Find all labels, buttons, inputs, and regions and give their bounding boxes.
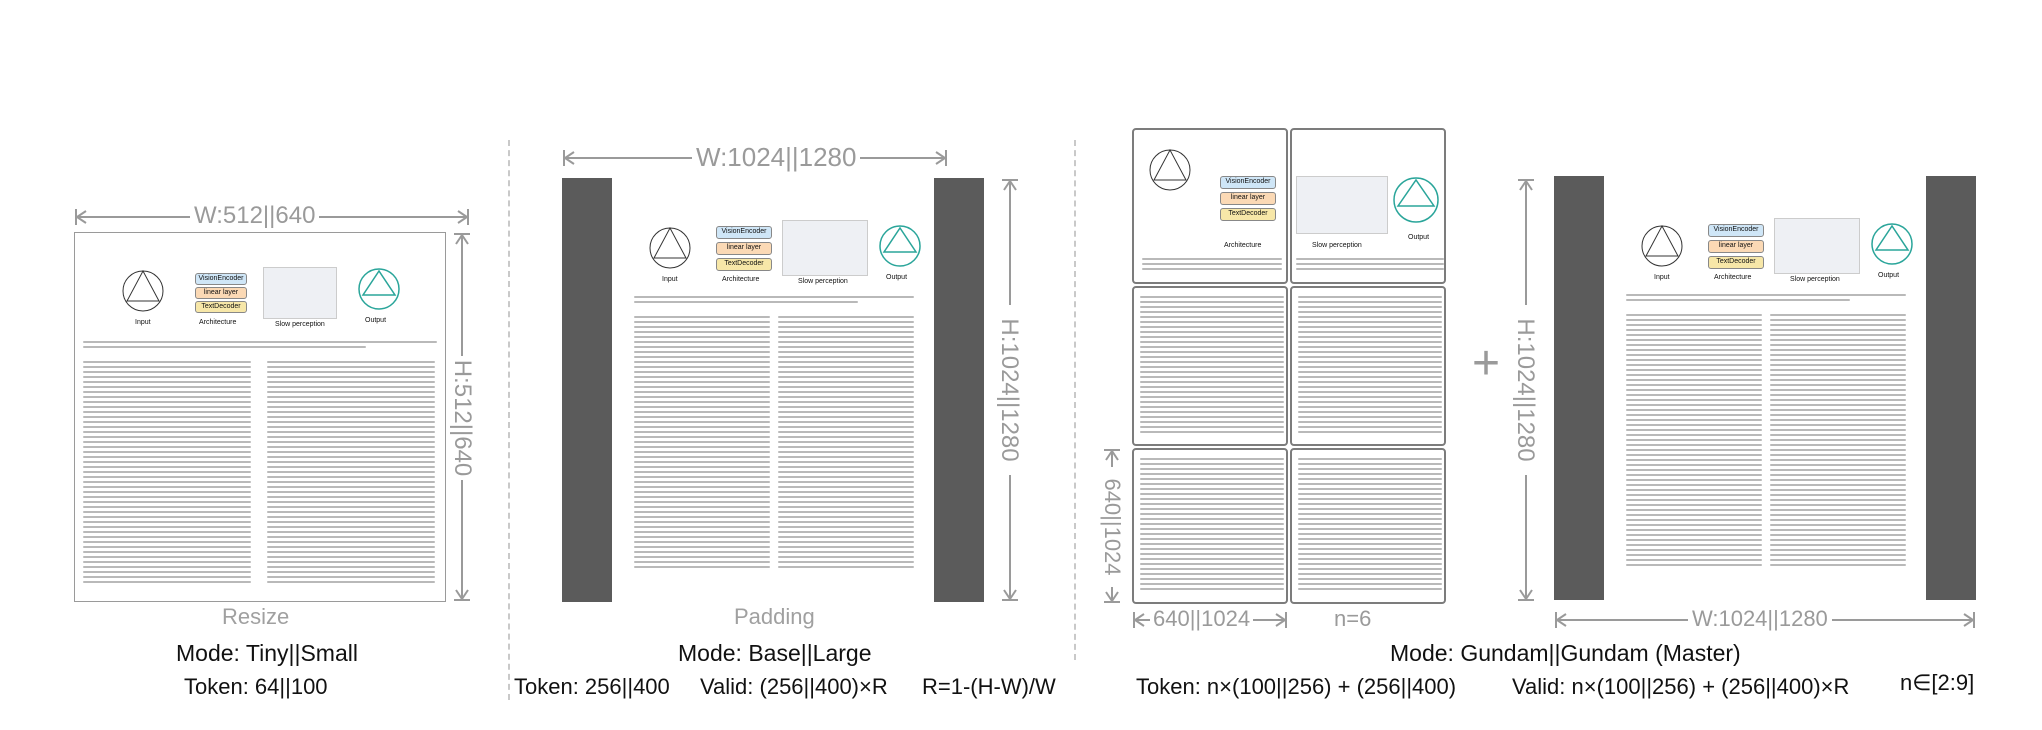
tile-text (1296, 258, 1444, 273)
output-geometry-icon (879, 225, 921, 267)
valid-label: Valid: n×(100||256) + (256||400)×R (1512, 674, 1850, 699)
vision-encoder-box: VisionEncoder (716, 226, 772, 239)
paper-figure: VisionEncoder linear layer TextDecoder I… (1634, 216, 1924, 286)
global-width-label: W:1024||1280 (1688, 606, 1832, 632)
range-label: n∈[2:9] (1900, 670, 1975, 695)
plus-icon: + (1472, 337, 1501, 390)
tile-count-label: n=6 (1334, 606, 1372, 631)
token-label: Token: 64||100 (184, 674, 328, 699)
text-decoder-box: TextDecoder (1220, 208, 1276, 221)
right-column-text (1770, 314, 1906, 569)
input-label: Input (1654, 274, 1670, 281)
left-column-text (634, 316, 770, 571)
method-caption: Padding (734, 604, 815, 629)
method-caption: Resize (222, 604, 290, 629)
document-page-resized: VisionEncoder linear layer TextDecoder I… (74, 232, 446, 602)
right-padding-bar (1926, 176, 1976, 600)
width-label: W:512||640 (190, 202, 320, 230)
input-label: Input (662, 276, 678, 283)
global-view-page: VisionEncoder linear layer TextDecoder I… (1554, 176, 1976, 600)
document-page-padded: VisionEncoder linear layer TextDecoder I… (562, 178, 984, 602)
right-column-text (267, 361, 435, 586)
architecture-label: Architecture (1224, 242, 1262, 249)
tile-3 (1132, 286, 1288, 446)
input-geometry-icon (1149, 148, 1191, 191)
panel-divider-1 (508, 140, 510, 700)
caption-text-block (634, 296, 914, 306)
output-label: Output (365, 317, 387, 324)
architecture-label: Architecture (1714, 274, 1752, 281)
height-label: H:1024||1280 (995, 305, 1023, 475)
right-padding-bar (934, 178, 984, 602)
output-geometry-icon (358, 268, 400, 310)
mode-label: Mode: Base||Large (678, 640, 872, 666)
vision-encoder-box: VisionEncoder (1708, 224, 1764, 237)
text-decoder-box: TextDecoder (716, 258, 772, 271)
slow-perception-panel (263, 267, 337, 319)
linear-layer-box: linear layer (716, 242, 772, 255)
architecture-label: Architecture (722, 276, 760, 283)
tile-2: Slow perception Output (1290, 128, 1446, 284)
slow-perception-label: Slow perception (275, 321, 325, 328)
paper-figure: VisionEncoder linear layer TextDecoder I… (642, 218, 932, 288)
valid-label: Valid: (256||400)×R (700, 674, 888, 699)
slow-perception-label: Slow perception (798, 278, 848, 285)
linear-layer-box: linear layer (1220, 192, 1276, 205)
left-padding-bar (562, 178, 612, 602)
tile-1: VisionEncoder linear layer TextDecoder A… (1132, 128, 1288, 284)
slow-perception-label: Slow perception (1312, 242, 1362, 249)
tile-text (1298, 296, 1442, 436)
caption-text-block (1626, 294, 1906, 304)
vision-encoder-box: VisionEncoder (1220, 176, 1276, 189)
input-label: Input (135, 319, 151, 326)
height-label: H:512||640 (448, 356, 476, 480)
token-label: Token: n×(100||256) + (256||400) (1136, 674, 1457, 699)
linear-layer-box: linear layer (1708, 240, 1764, 253)
tile-4 (1290, 286, 1446, 446)
architecture-label: Architecture (199, 319, 237, 326)
slow-perception-panel (1774, 218, 1860, 274)
left-column-text (1626, 314, 1762, 569)
output-label: Output (886, 274, 908, 281)
panel-divider-2 (1074, 140, 1076, 660)
text-decoder-box: TextDecoder (1708, 256, 1764, 269)
input-geometry-icon (649, 226, 691, 269)
tile-width-label: 640||1024 (1150, 606, 1254, 632)
tile-5 (1132, 448, 1288, 604)
tile-text (1140, 296, 1284, 436)
global-height-label: H:1024||1280 (1511, 305, 1539, 475)
slow-perception-panel (1296, 176, 1388, 234)
input-geometry-icon (122, 269, 164, 312)
output-geometry-icon (1393, 177, 1439, 223)
slow-perception-label: Slow perception (1790, 276, 1840, 283)
tile-text (1140, 458, 1284, 593)
mode-label: Mode: Gundam||Gundam (Master) (1390, 640, 1741, 666)
text-decoder-box: TextDecoder (195, 301, 247, 313)
mode-label: Mode: Tiny||Small (176, 640, 358, 666)
tile-6 (1290, 448, 1446, 604)
output-geometry-icon (1871, 223, 1913, 265)
tile-text (1298, 458, 1442, 593)
output-label: Output (1878, 272, 1900, 279)
ratio-label: R=1-(H-W)/W (922, 674, 1056, 699)
left-column-text (83, 361, 251, 586)
slow-perception-panel (782, 220, 868, 276)
tile-height-label: 640||1024 (1099, 467, 1125, 587)
token-label: Token: 256||400 (514, 674, 670, 699)
right-column-text (778, 316, 914, 571)
tile-text (1142, 258, 1282, 273)
input-geometry-icon (1641, 224, 1683, 267)
vision-encoder-box: VisionEncoder (195, 273, 247, 285)
left-padding-bar (1554, 176, 1604, 600)
paper-figure: VisionEncoder linear layer TextDecoder I… (115, 261, 405, 331)
linear-layer-box: linear layer (195, 287, 247, 299)
output-label: Output (1408, 234, 1430, 241)
caption-text-block (83, 341, 437, 351)
width-label: W:1024||1280 (692, 142, 861, 173)
